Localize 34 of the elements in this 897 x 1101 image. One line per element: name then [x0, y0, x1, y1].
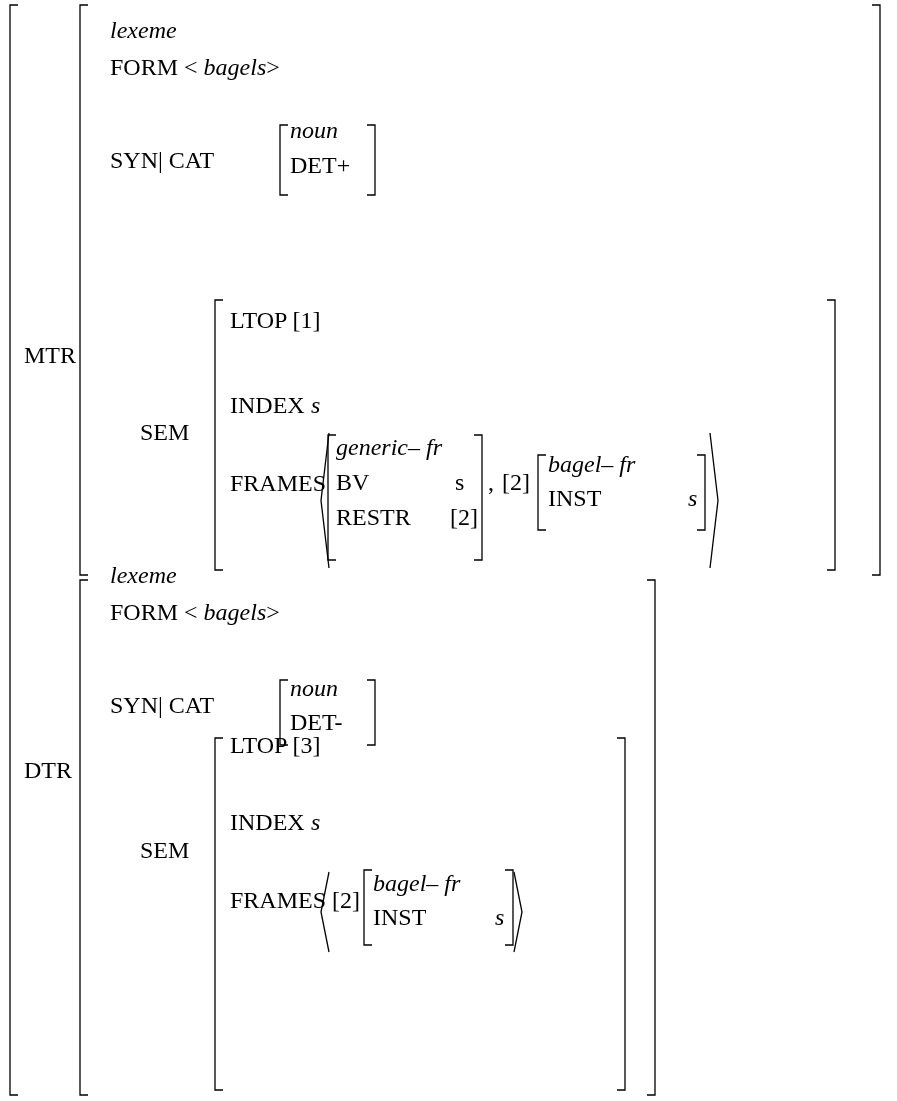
feature-label: SEM	[140, 420, 190, 444]
feature-label: SYN| CAT	[110, 693, 215, 717]
feature-label: DET+	[290, 153, 351, 177]
tag-label: [2]	[450, 505, 478, 529]
type-label: lexeme	[110, 563, 177, 587]
value-label: s	[495, 905, 505, 929]
feature-label: SEM	[140, 838, 190, 862]
separator-comma: ,	[488, 470, 494, 494]
value-label: s	[688, 486, 698, 510]
feature-label: RESTR	[336, 505, 411, 529]
type-label: lexeme	[110, 18, 177, 42]
feature-label: FORM < bagels>	[110, 55, 280, 79]
feature-label: LTOP [3]	[230, 733, 321, 757]
type-label: generic– fr	[336, 435, 442, 459]
value-label: s	[455, 470, 465, 494]
feature-label: INDEX	[230, 810, 305, 834]
feature-label: INST	[373, 905, 427, 929]
feature-label: DET-	[290, 710, 343, 734]
type-label: bagel– fr	[373, 871, 461, 895]
type-label: bagel– fr	[548, 452, 636, 476]
type-label: noun	[290, 118, 338, 142]
matrix-label: DTR	[24, 758, 72, 782]
feature-label: INDEX	[230, 393, 305, 417]
feature-label: LTOP [1]	[230, 308, 321, 332]
matrix-label: MTR	[24, 343, 76, 367]
feature-label: BV	[336, 470, 370, 494]
type-label: noun	[290, 676, 338, 700]
value-label: s	[311, 810, 321, 834]
feature-label: FORM < bagels>	[110, 600, 280, 624]
tag-label: [2]	[502, 470, 530, 494]
feature-label: SYN| CAT	[110, 148, 215, 172]
feature-label: INST	[548, 486, 602, 510]
value-label: s	[311, 393, 321, 417]
tag-label: [2]	[332, 888, 360, 912]
